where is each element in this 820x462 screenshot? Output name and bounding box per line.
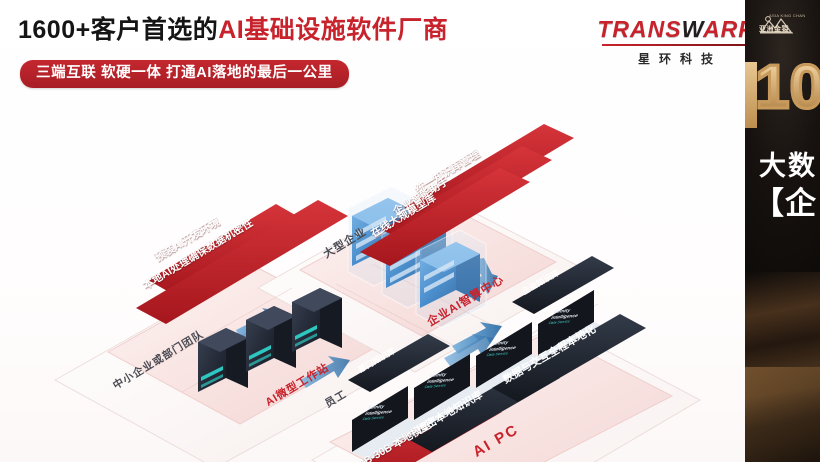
- brand-chinese-name: 星环科技: [637, 52, 722, 66]
- ribbon-group-enterprise: [360, 124, 574, 266]
- adjacent-headline-line2: 【企: [753, 186, 817, 221]
- gold-tab-accent: [745, 62, 757, 128]
- workstation-towers: [198, 261, 342, 392]
- anniversary-number: 10: [754, 55, 820, 120]
- dark-tag-department: [348, 334, 450, 392]
- subtitle-pill: 三端互联 软硬一体 打通AI落地的最后一公里: [20, 60, 349, 88]
- laptop-logo-line2: intelligence: [364, 408, 394, 416]
- dark-tag-enterprise: [512, 256, 614, 314]
- brand-wordmark: TRANSWARP: [596, 18, 756, 41]
- page-title: 1600+客户首选的AI基础设施软件厂商: [18, 18, 448, 43]
- dark-tags: [348, 256, 614, 392]
- asia-king-chan-logo-icon: [759, 16, 793, 34]
- brand-word-part1: TRANS: [597, 16, 682, 42]
- ribbon-group-aipc: [365, 314, 646, 462]
- brand-logo: TRANSWARP 星环科技: [596, 18, 756, 67]
- adjacent-headline-line1: 大数: [759, 151, 817, 181]
- page-title-black: 1600+客户首选的: [18, 16, 219, 44]
- page-title-red: AI基础设施软件厂商: [218, 16, 449, 44]
- diagram-svg: [53, 124, 702, 462]
- laptop-logo2-line2: intelligence: [426, 376, 456, 384]
- adjacent-slide-panel[interactable]: ASIA KING CHAN 亚洲金猿 10 大数 【企: [745, 0, 820, 462]
- laptop-logo4-line2: intelligence: [550, 312, 580, 320]
- adjacent-logo-en: ASIA KING CHAN: [769, 13, 806, 18]
- wood-texture-foreground: [745, 367, 820, 462]
- isometric-diagram: 预装AI开发环境 本地AI处理确保数据机密性 部门知识库 AI微型工作站 中小企…: [0, 80, 745, 462]
- aipc-laptops: [352, 290, 612, 460]
- brand-divider: [602, 44, 750, 46]
- ribbon-group-small: [136, 200, 348, 324]
- adjacent-logo-cn: 亚洲金猿: [759, 26, 789, 33]
- brand-word-part2: W: [681, 16, 704, 42]
- brand-word-part3: ARP: [703, 16, 755, 42]
- laptop-logo3-line2: intelligence: [488, 344, 518, 352]
